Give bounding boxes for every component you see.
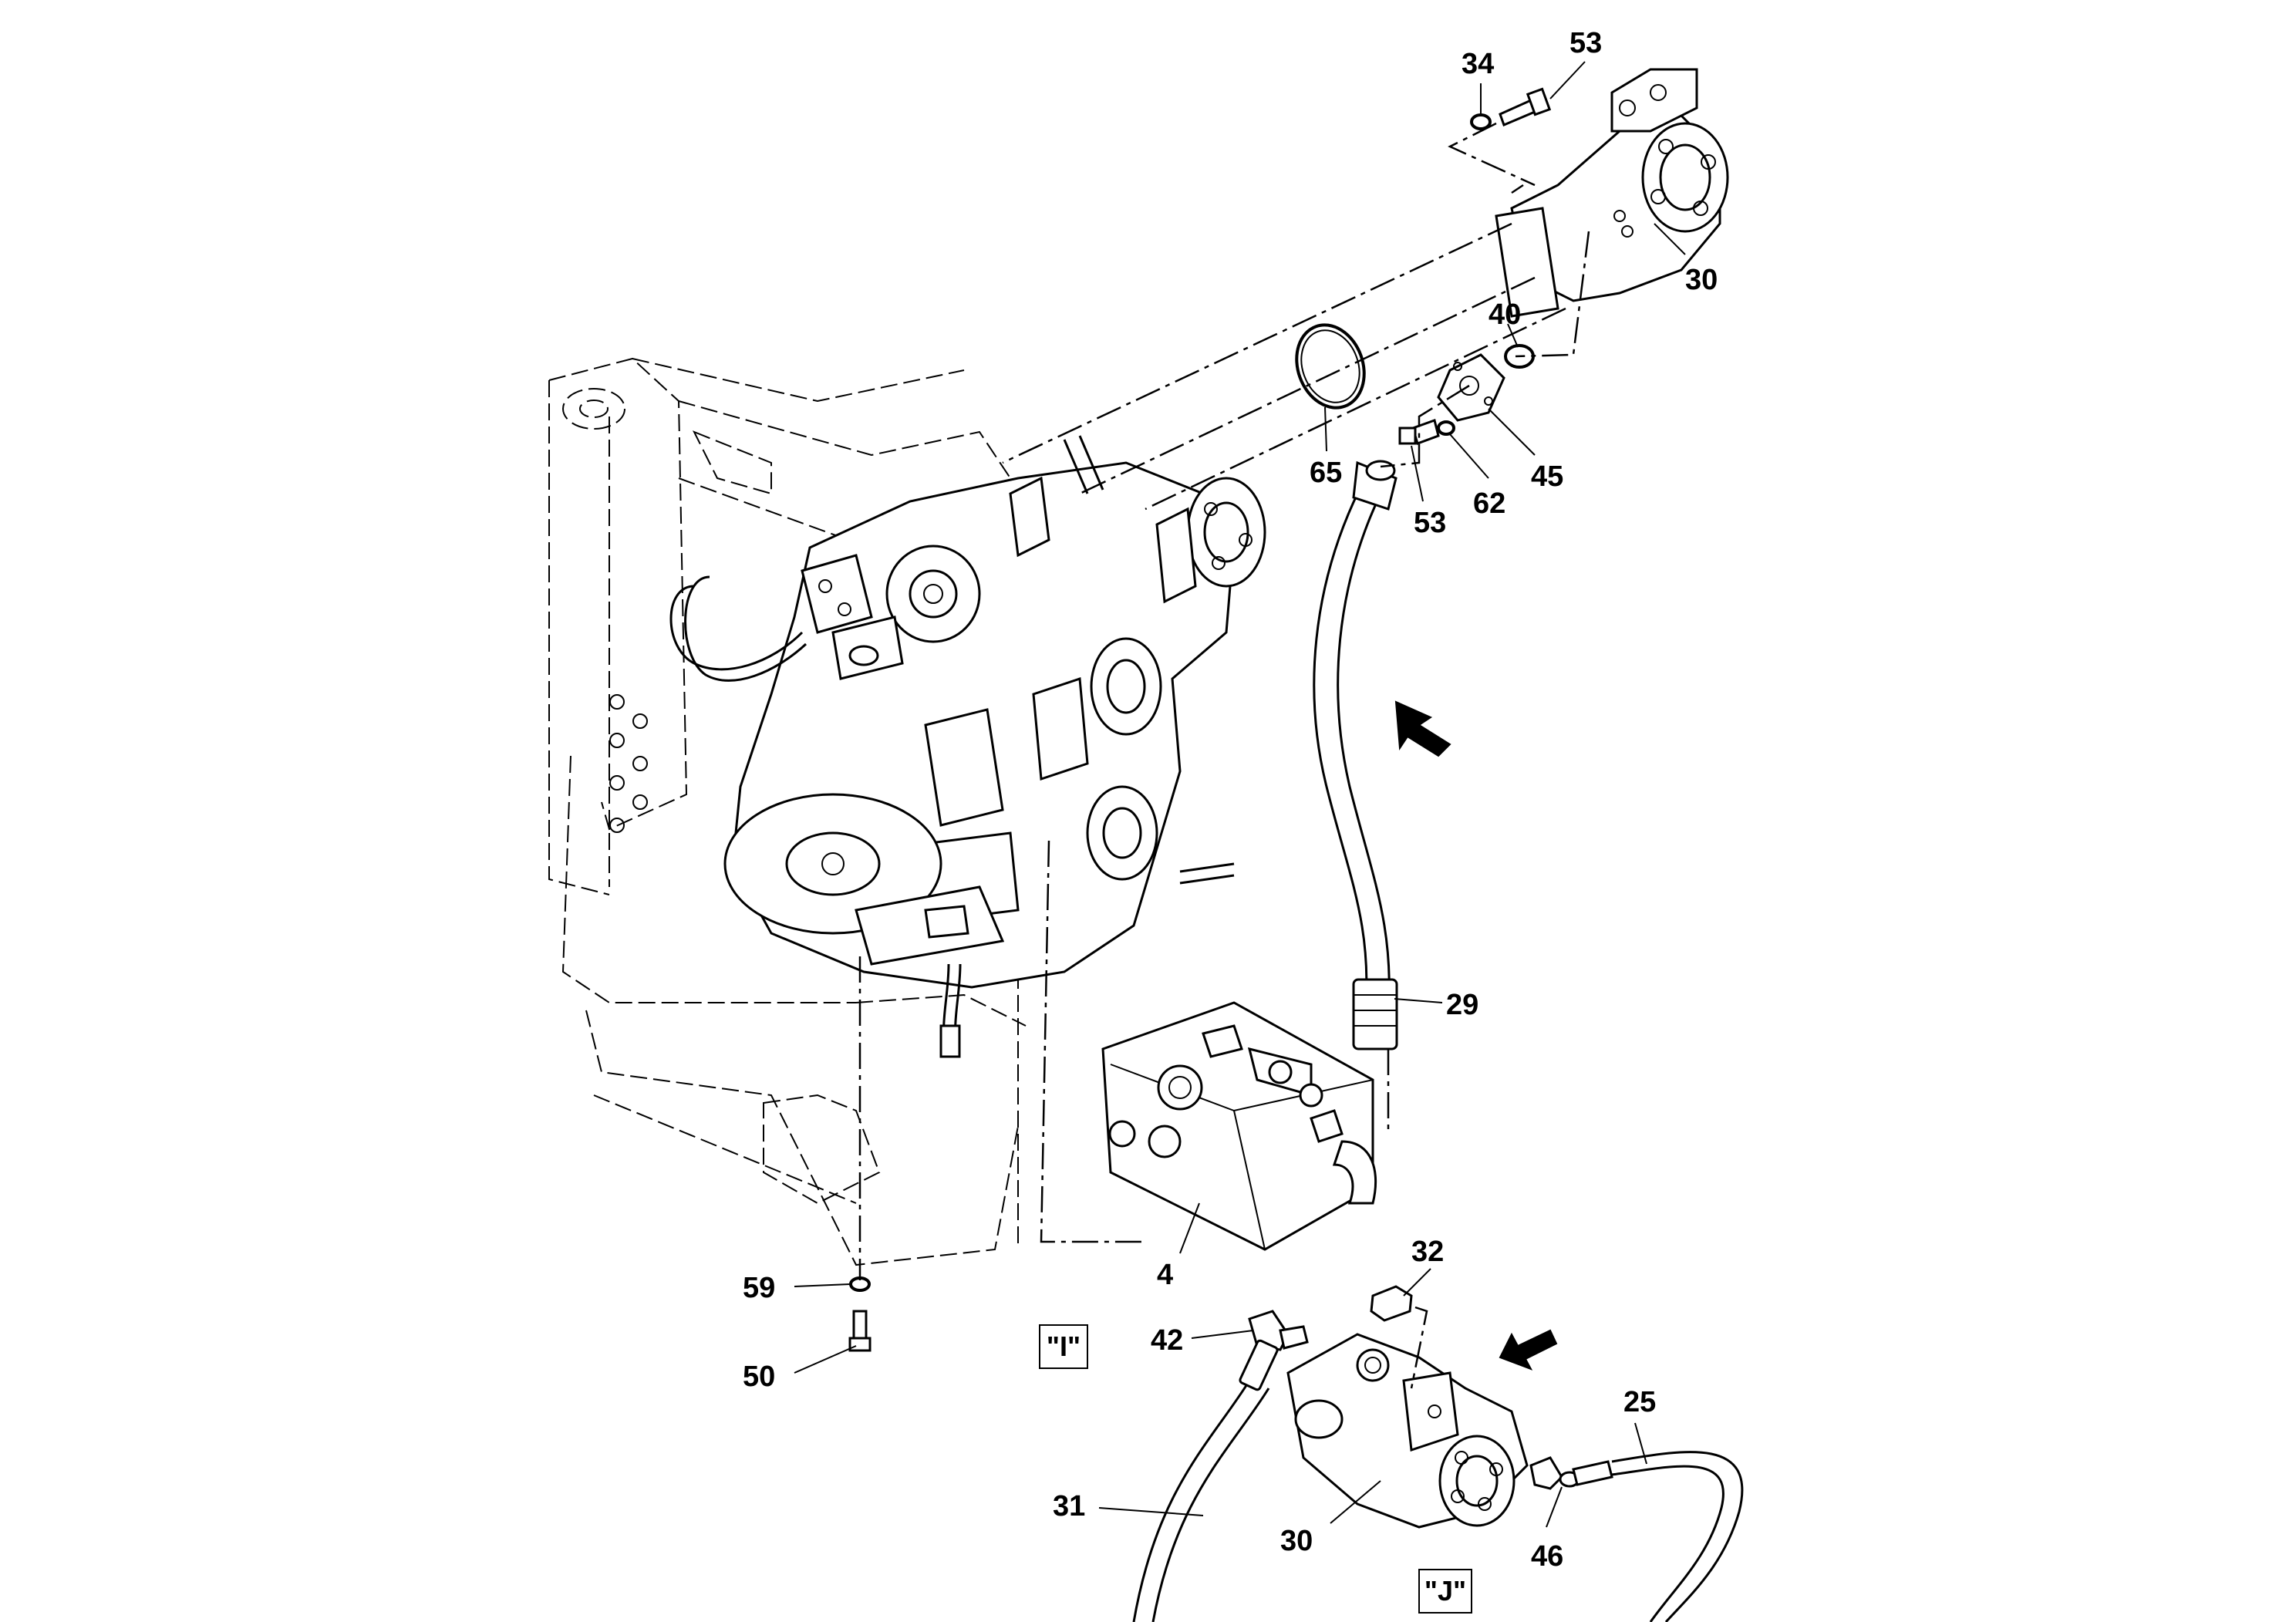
callout-62: 62	[1473, 487, 1505, 520]
callout-59: 59	[743, 1272, 775, 1304]
bolt-50	[848, 1310, 872, 1352]
callout-42: 42	[1151, 1324, 1183, 1357]
fitting-32	[1370, 1285, 1413, 1322]
callout-32: 32	[1411, 1236, 1444, 1268]
hose-31	[1132, 1339, 1279, 1622]
leader-lines	[794, 61, 1686, 1528]
o-ring-65	[1295, 323, 1366, 410]
direction-arrow-lower	[1499, 1329, 1558, 1371]
callout-40: 40	[1489, 298, 1521, 331]
view-label-i: "I"	[1047, 1330, 1081, 1362]
main-pump-assembly	[669, 435, 1266, 1058]
hose-29	[1313, 460, 1398, 1050]
view-label-j: "J"	[1424, 1575, 1466, 1607]
callout-34: 34	[1462, 48, 1494, 80]
pump-30-top	[1495, 68, 1729, 318]
callout-30-top: 30	[1685, 264, 1718, 296]
callout-46: 46	[1531, 1540, 1563, 1573]
view-label-i-box: "I"	[1039, 1324, 1088, 1369]
direction-arrow-upper	[1394, 700, 1451, 757]
callout-50: 50	[743, 1361, 775, 1393]
callout-31: 31	[1053, 1490, 1085, 1523]
callout-45: 45	[1531, 460, 1563, 493]
hose-25	[1572, 1451, 1744, 1622]
alignment-lines	[858, 122, 1590, 1389]
view-label-j-box: "J"	[1418, 1569, 1472, 1614]
valve-block-4	[1101, 1001, 1377, 1251]
bolt-53-top	[1499, 87, 1552, 127]
elbow-fitting-46	[1529, 1456, 1580, 1490]
callout-labels: 34 53 30 40 65 45 62 53 29 4 59 50 32 42…	[743, 27, 1718, 1573]
callout-65: 65	[1310, 457, 1342, 489]
washer-62	[1437, 420, 1455, 436]
callout-29: 29	[1446, 989, 1478, 1021]
callout-4: 4	[1157, 1259, 1173, 1291]
flange-45	[1437, 353, 1505, 422]
chassis-frame	[548, 357, 1027, 1266]
callout-30-bottom: 30	[1280, 1525, 1313, 1557]
callout-53-middle: 53	[1414, 507, 1446, 539]
callout-53-top: 53	[1569, 27, 1602, 59]
callout-25: 25	[1623, 1386, 1656, 1418]
pump-30-bottom	[1286, 1333, 1529, 1529]
washer-34	[1470, 113, 1492, 130]
